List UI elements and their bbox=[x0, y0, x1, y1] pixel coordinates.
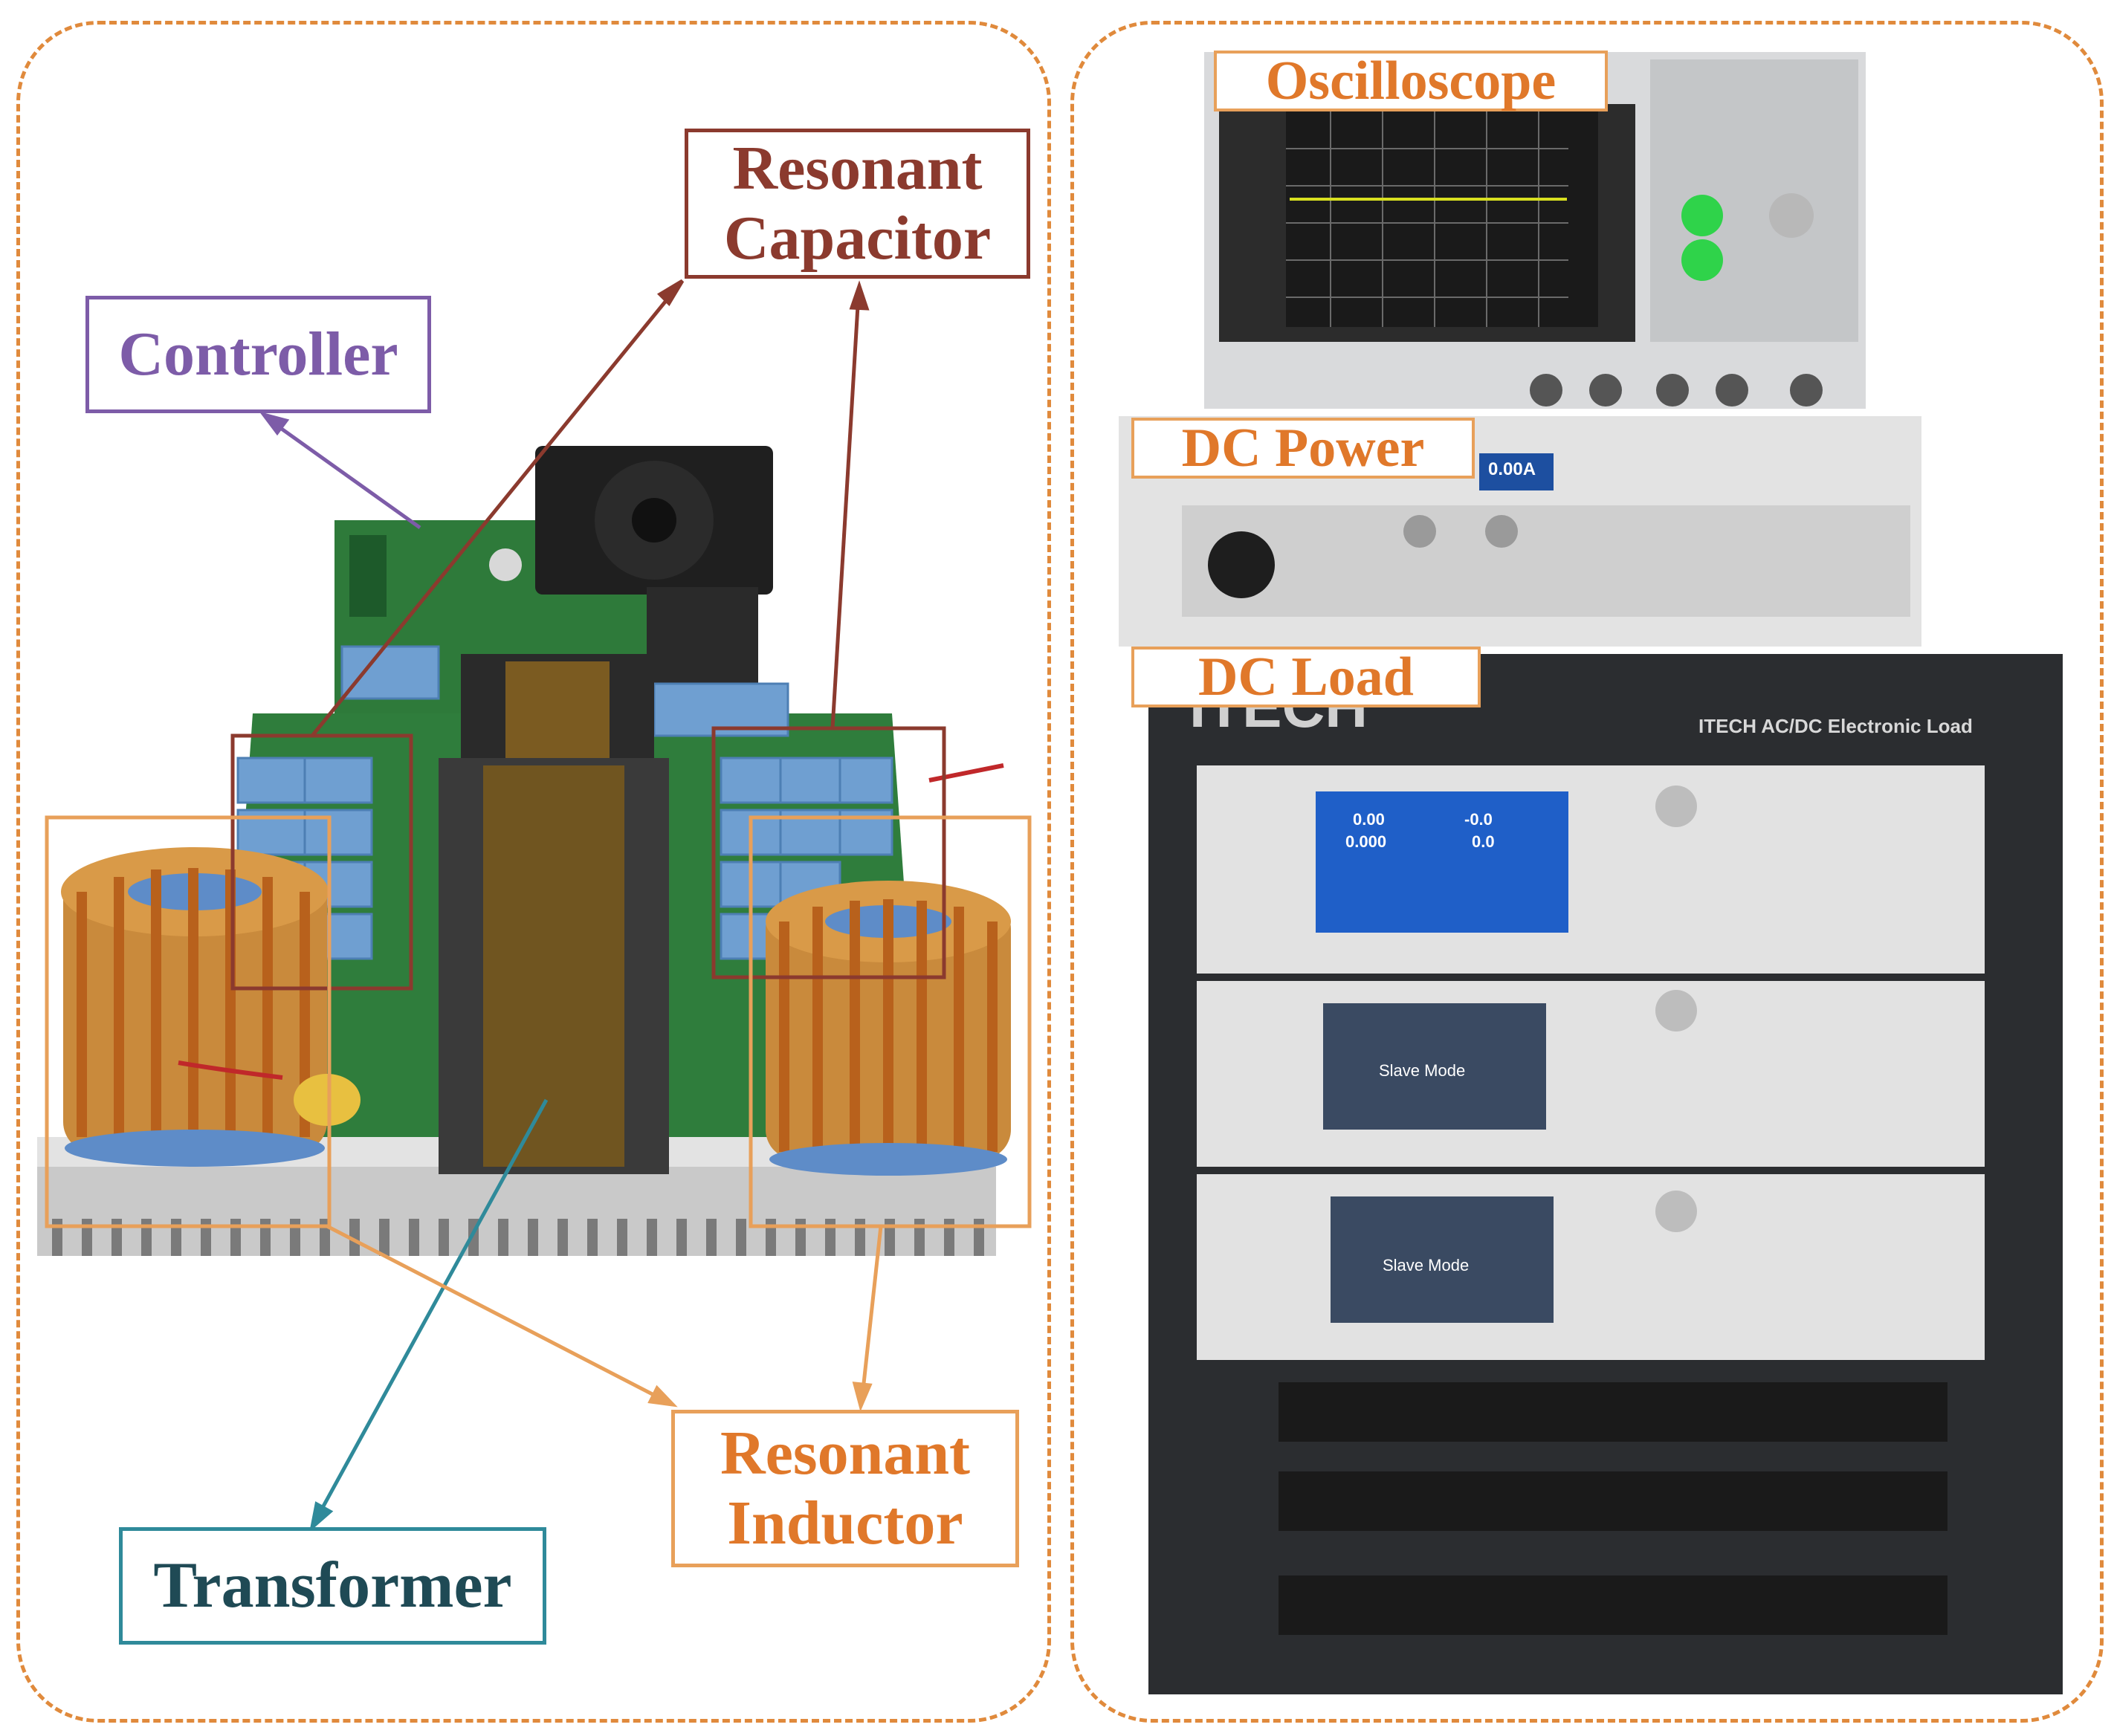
resonant-capacitor-box-right bbox=[711, 726, 946, 979]
load1-reading-2: 0.000 bbox=[1345, 832, 1387, 851]
label-resonant-inductor: Resonant Inductor bbox=[671, 1410, 1019, 1567]
arrow-capacitor-left bbox=[311, 285, 679, 737]
left-panel-border bbox=[16, 21, 1051, 1723]
label-oscilloscope: Oscilloscope bbox=[1214, 51, 1608, 111]
label-dc-power-text: DC Power bbox=[1181, 417, 1425, 479]
label-resonant-inductor-line1: Resonant bbox=[720, 1418, 971, 1488]
arrow-inductor-right bbox=[860, 1225, 883, 1398]
instrument-rack-photo bbox=[1119, 52, 2063, 1694]
label-dc-load: DC Load bbox=[1131, 647, 1481, 707]
callouts bbox=[45, 279, 1032, 1532]
label-controller-text: Controller bbox=[118, 319, 398, 389]
label-controller: Controller bbox=[85, 296, 431, 413]
label-dc-power: DC Power bbox=[1131, 418, 1475, 479]
arrow-inductor-left bbox=[326, 1224, 667, 1403]
load1-reading-3: -0.0 bbox=[1464, 810, 1493, 829]
label-oscilloscope-text: Oscilloscope bbox=[1265, 50, 1557, 111]
resonant-capacitor-box-left bbox=[230, 733, 413, 991]
label-dc-load-text: DC Load bbox=[1198, 646, 1414, 707]
arrow-capacitor-right bbox=[830, 293, 861, 729]
label-resonant-capacitor: Resonant Capacitor bbox=[685, 129, 1030, 279]
label-resonant-inductor-line2: Inductor bbox=[727, 1489, 963, 1558]
label-resonant-capacitor-line1: Resonant bbox=[732, 133, 983, 203]
right-panel-border bbox=[1070, 21, 2104, 1723]
arrow-transformer bbox=[314, 1098, 549, 1521]
label-transformer-text: Transformer bbox=[153, 1549, 512, 1622]
dc-power-display: 0.00A bbox=[1488, 459, 1536, 479]
arrow-controller bbox=[268, 418, 421, 530]
load-brand-plate: ITECH AC/DC Electronic Load bbox=[1698, 715, 1973, 737]
load3-mode: Slave Mode bbox=[1383, 1256, 1470, 1275]
resonant-inductor-box-left bbox=[45, 815, 332, 1228]
load1-reading-1: 0.00 bbox=[1353, 810, 1385, 829]
converter-photo bbox=[37, 446, 1011, 1256]
load1-reading-4: 0.0 bbox=[1472, 832, 1495, 851]
load2-mode: Slave Mode bbox=[1379, 1061, 1466, 1080]
resonant-inductor-box-right bbox=[749, 815, 1032, 1228]
label-transformer: Transformer bbox=[119, 1527, 546, 1645]
label-resonant-capacitor-line2: Capacitor bbox=[723, 204, 992, 273]
